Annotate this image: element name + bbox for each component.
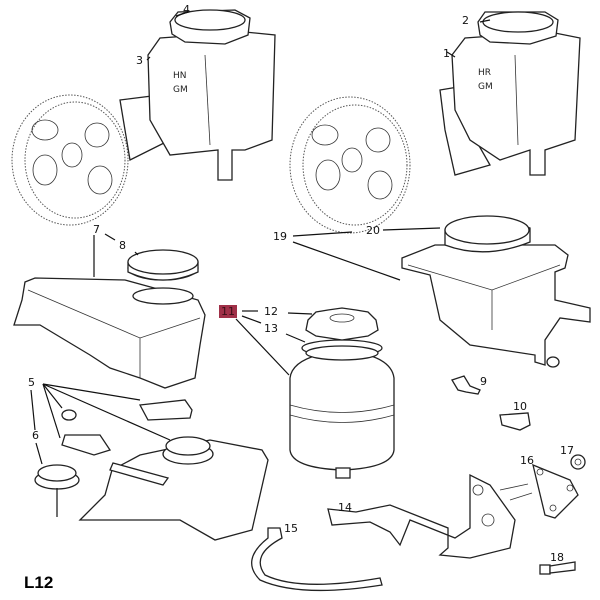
leader-lines (30, 11, 491, 465)
callout-1[interactable]: 1 (443, 47, 450, 60)
callout-16[interactable]: 16 (520, 454, 534, 467)
callout-2[interactable]: 2 (462, 14, 469, 27)
callout-5[interactable]: 5 (28, 376, 35, 389)
callout-12[interactable]: 12 (264, 305, 278, 318)
callout-11[interactable]: 11 (219, 305, 237, 318)
plate[interactable] (532, 463, 579, 519)
callout-6[interactable]: 6 (32, 429, 39, 442)
callout-7[interactable]: 7 (93, 223, 100, 236)
square-reservoir[interactable] (401, 215, 591, 368)
page-code: L12 (24, 573, 54, 592)
pump-assembly-right[interactable]: HR GM (289, 11, 581, 234)
callout-10[interactable]: 10 (513, 400, 527, 413)
embossing-hr: HR (478, 68, 491, 78)
callout-14[interactable]: 14 (338, 501, 352, 514)
callout-15[interactable]: 15 (284, 522, 298, 535)
callout-17[interactable]: 17 (560, 444, 574, 457)
callout-3[interactable]: 3 (136, 54, 143, 67)
callout-8[interactable]: 8 (119, 239, 126, 252)
clip-seal-group[interactable] (34, 399, 269, 541)
embossing-gm-left: GM (173, 85, 188, 95)
round-reservoir[interactable] (289, 307, 395, 479)
nut[interactable] (570, 454, 586, 470)
callout-9[interactable]: 9 (480, 375, 487, 388)
embossing-hn: HN (173, 71, 187, 81)
callout-13[interactable]: 13 (264, 322, 278, 335)
bolt[interactable] (451, 375, 481, 395)
callout-20[interactable]: 20 (366, 224, 380, 237)
pump-assembly-left[interactable]: HN GM (11, 9, 276, 226)
screw[interactable] (539, 561, 576, 575)
embossing-gm-right: GM (478, 82, 493, 92)
mounting-bracket[interactable] (327, 473, 533, 559)
strap-clamp[interactable] (251, 527, 383, 592)
callout-19[interactable]: 19 (273, 230, 287, 243)
callout-4[interactable]: 4 (183, 3, 190, 16)
bracket-clip[interactable] (499, 412, 531, 431)
callout-18[interactable]: 18 (550, 551, 564, 564)
triangular-reservoir[interactable] (13, 249, 206, 389)
